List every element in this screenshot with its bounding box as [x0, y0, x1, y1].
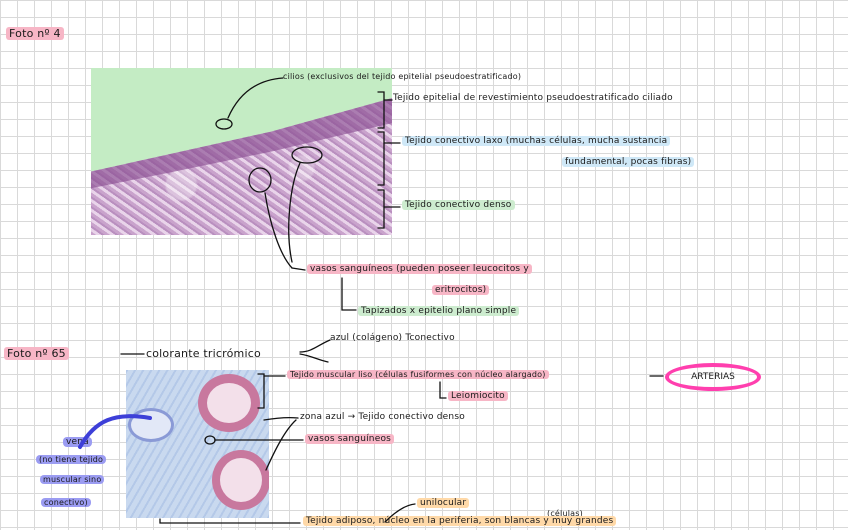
artery-section-2: [212, 450, 269, 510]
label-vasos-sanguineos: vasos sanguíneos: [305, 434, 395, 444]
label-unilocular: unilocular: [417, 498, 470, 508]
artery-section-1: [198, 374, 260, 432]
label-conectivo-denso: Tejido conectivo denso: [402, 200, 515, 210]
label-celulas: (células): [547, 509, 583, 518]
label-epitelial: Tejido epitelial de revestimiento pseudo…: [393, 93, 673, 103]
zona-azul-pointer: [263, 416, 299, 421]
label-muscular-liso: Tejido muscular liso (células fusiformes…: [287, 370, 549, 379]
adiposo-bracket: [159, 518, 301, 524]
zona-azul-curve: [265, 419, 297, 471]
vein-section: [128, 408, 174, 442]
label-zona-azul: zona azul → Tejido conectivo denso: [300, 412, 465, 422]
photo2-stain: colorante tricrómico: [146, 347, 261, 360]
leiomiocito-link: [439, 381, 447, 399]
label-vena-nota-1: (no tiene tejido: [36, 455, 107, 464]
label-vena: vena: [63, 437, 92, 447]
label-vena-nota-3: conectivo): [41, 498, 91, 507]
histology-photo-trichrome: [126, 370, 269, 518]
azul-pointer: [299, 339, 331, 353]
label-leiomiocito: Leiomiocito: [448, 391, 508, 401]
vasos-link: [291, 267, 306, 271]
photo2-title: Foto nº 65: [4, 347, 69, 360]
label-tejido-adiposo: Tejido adiposo, núcleo en la periferia, …: [303, 516, 617, 526]
label-vasos-2: eritrocitos): [432, 285, 490, 295]
azul-pointer-2: [299, 353, 329, 363]
photo1-title: Foto nº 4: [6, 27, 64, 40]
label-conectivo-laxo-2: fundamental, pocas fibras): [562, 157, 695, 167]
label-arterias: ARTERIAS: [691, 372, 735, 382]
label-azul-colageno: azul (colágeno) Tconectivo: [330, 333, 455, 343]
label-vena-nota-2: muscular sino: [40, 475, 105, 484]
label-vasos-1: vasos sanguíneos (pueden poseer leucocit…: [307, 264, 532, 274]
label-cilios: cilios (exclusivos del tejido epitelial …: [283, 72, 522, 81]
histology-photo-epithelium: [91, 68, 392, 235]
arterias-oval: ARTERIAS: [665, 363, 761, 391]
tapizados-link: [341, 277, 357, 311]
label-conectivo-laxo-1: Tejido conectivo laxo (muchas células, m…: [402, 136, 671, 146]
label-tapizados: Tapizados x epitelio plano simple: [358, 306, 520, 316]
